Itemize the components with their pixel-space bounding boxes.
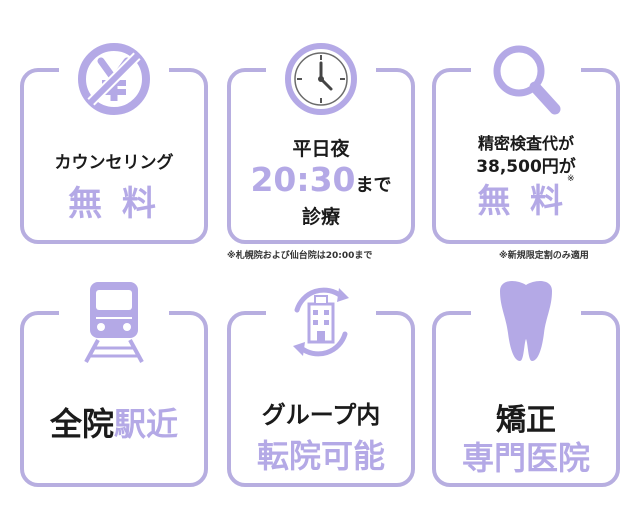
weekday-time: 20:30 xyxy=(250,160,356,199)
ortho-icon-wrap xyxy=(471,279,581,365)
counseling-icon-wrap xyxy=(59,36,169,122)
station-icon-wrap xyxy=(59,279,169,365)
exam-mark: ※ xyxy=(566,174,575,184)
ortho-specialist: 専門医院 xyxy=(461,439,590,477)
building-cycle-icon xyxy=(293,287,349,357)
exam-note: ※新規限定割のみ適用 xyxy=(499,251,589,261)
station-part1: 全院 xyxy=(49,405,114,443)
ortho-card: 矯正 専門医院 xyxy=(432,279,620,487)
transfer-label: グループ内 xyxy=(261,401,381,429)
magnifier-icon xyxy=(493,45,561,115)
counseling-card: カウンセリング 無 料 xyxy=(20,36,208,244)
transfer-possible: 転院可能 xyxy=(256,437,385,475)
clock-icon xyxy=(285,43,357,115)
station-text-row: 全院駅近 xyxy=(24,399,204,445)
tooth-icon xyxy=(500,281,552,361)
weekday-card: 平日夜 20:30まで 診療 xyxy=(227,36,415,244)
weekday-note: ※札幌院および仙台院は20:00まで xyxy=(227,251,373,261)
train-icon xyxy=(84,282,144,363)
counseling-free: 無 料 xyxy=(68,184,160,224)
weekday-time-row: 20:30まで xyxy=(231,160,411,199)
station-card: 全院駅近 xyxy=(20,279,208,487)
exam-label: 精密検査代が xyxy=(477,134,574,153)
exam-card: 精密検査代が 38,500円が 無 料※ xyxy=(432,36,620,244)
exam-free: 無 料 xyxy=(477,181,567,220)
weekday-treatment: 診療 xyxy=(301,206,340,228)
transfer-card: グループ内 転院可能 xyxy=(227,279,415,487)
counseling-label: カウンセリング xyxy=(54,153,174,173)
exam-price: 38,500円が xyxy=(476,157,576,177)
weekday-icon-wrap xyxy=(266,36,376,122)
exam-free-row: 無 料※ xyxy=(436,174,616,222)
exam-icon-wrap xyxy=(471,36,581,122)
yen-crossed-icon xyxy=(78,43,150,115)
weekday-label: 平日夜 xyxy=(292,138,350,160)
ortho-label: 矯正 xyxy=(496,403,556,438)
transfer-icon-wrap xyxy=(266,279,376,365)
station-part2: 駅近 xyxy=(114,405,179,443)
weekday-time-suffix: まで xyxy=(355,175,392,196)
